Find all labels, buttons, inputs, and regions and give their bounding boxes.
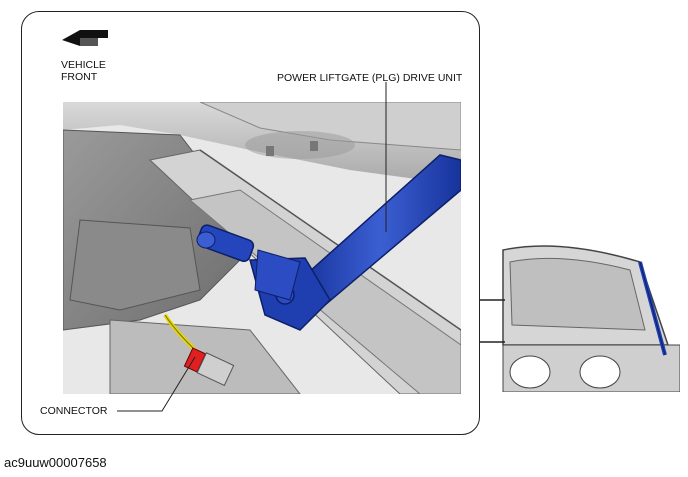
plg-drive-unit-part (196, 154, 461, 331)
vehicle-front-label-line1: VEHICLE (61, 59, 106, 71)
drive-unit-label: POWER LIFTGATE (PLG) DRIVE UNIT (277, 72, 463, 84)
document-id: ac9uuw00007658 (4, 455, 107, 470)
vehicle-front-arrow-icon (62, 30, 108, 46)
main-illustration (63, 102, 461, 394)
connector-leader-line (117, 356, 196, 412)
connector-label: CONNECTOR (40, 405, 108, 417)
vehicle-front-label-line2: FRONT (61, 71, 98, 83)
vehicle-front-label: VEHICLE FRONT (61, 59, 106, 83)
inset-vehicle-view (500, 242, 680, 392)
